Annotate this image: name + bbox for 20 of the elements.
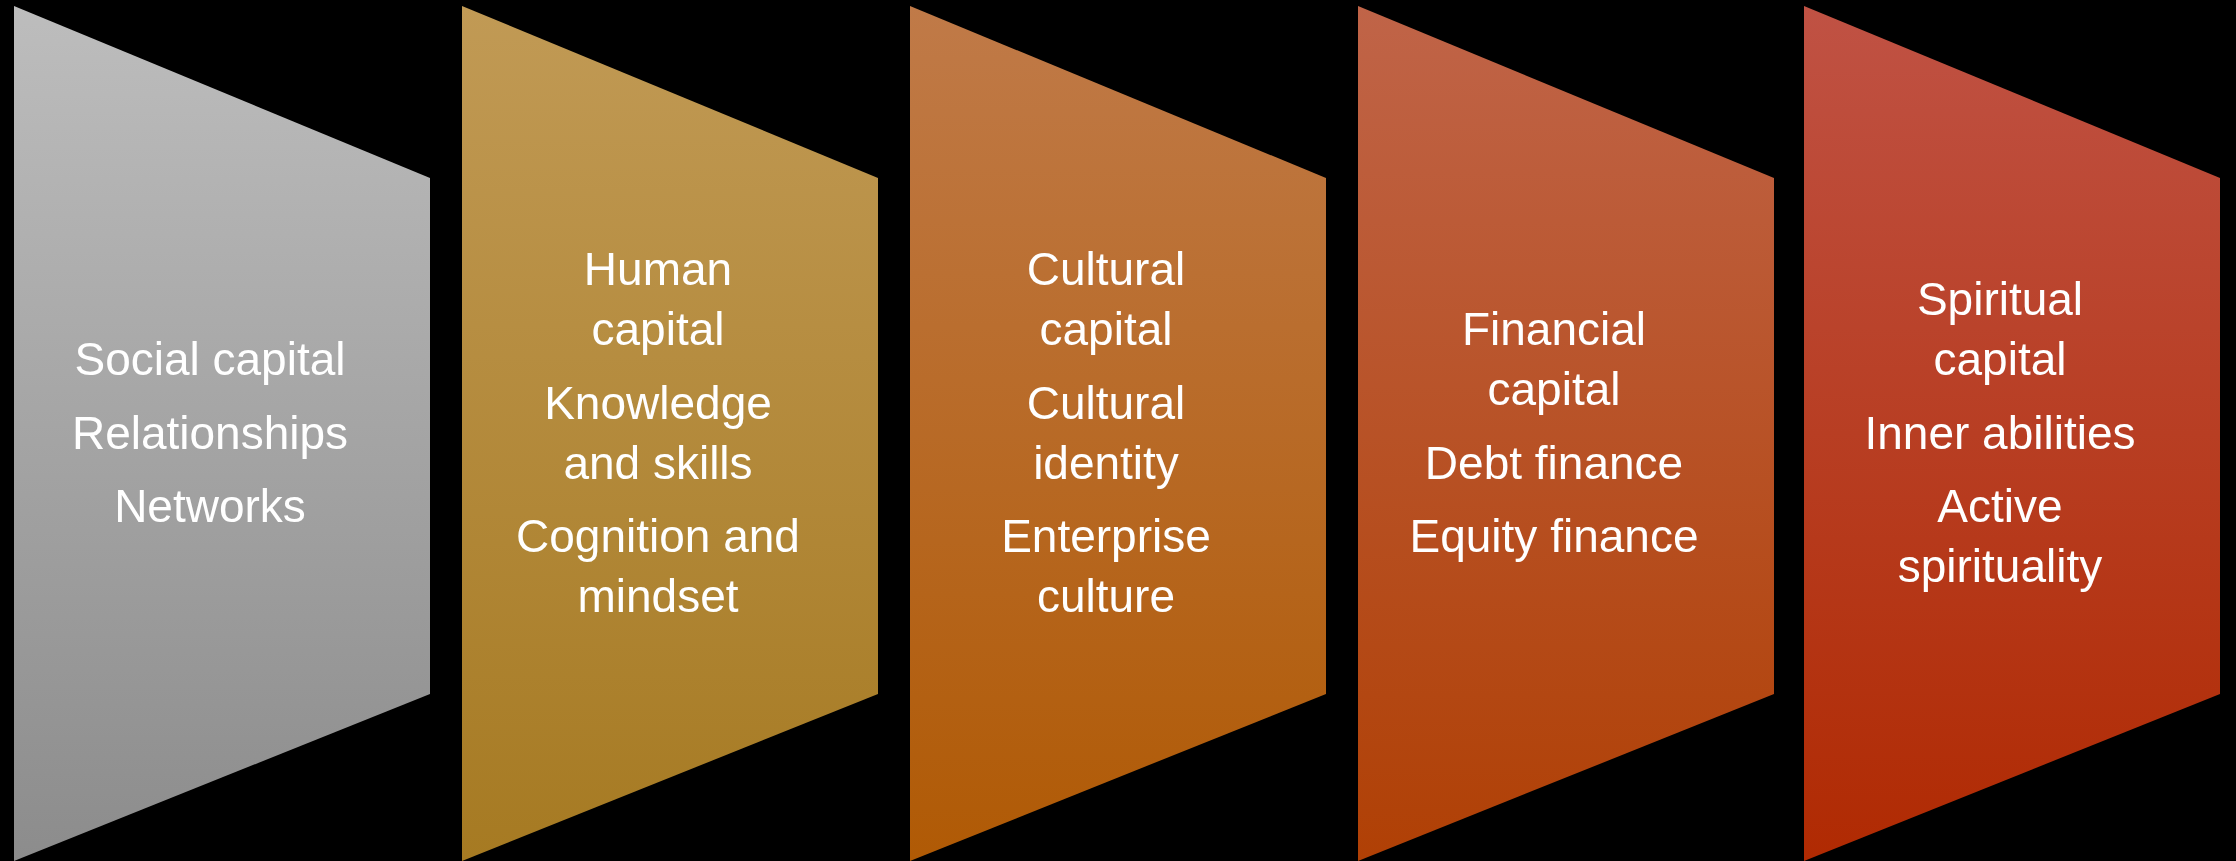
trapezoid-shape: [14, 6, 430, 861]
shape-label: Human capital: [582, 242, 734, 357]
trapezoid-shape: [1358, 6, 1774, 861]
shape-label: Debt finance: [1423, 435, 1685, 491]
shape-label: Social capital: [73, 331, 347, 387]
shape-label: Cognition and mindset: [515, 509, 801, 625]
shape-label: Networks: [113, 479, 307, 535]
trapezoid-shape: [462, 6, 878, 861]
shape-label: Equity finance: [1409, 509, 1699, 565]
shape-label: Inner abilities: [1863, 405, 2137, 461]
shape-label: Cultural identity: [1025, 375, 1187, 491]
shape-label: Relationships: [70, 405, 350, 461]
shape-label: Financial capital: [1460, 301, 1648, 417]
shape-label: Spiritual capital: [1915, 272, 2085, 387]
trapezoid-shape: [910, 6, 1326, 861]
shape-label: Knowledge and skills: [543, 375, 773, 491]
shape-label: Active spirituality: [1896, 479, 2104, 595]
trapezoid-shape: [1804, 6, 2220, 861]
shape-label: Enterprise culture: [1000, 509, 1212, 625]
shape-label: Cultural capital: [1025, 242, 1187, 357]
